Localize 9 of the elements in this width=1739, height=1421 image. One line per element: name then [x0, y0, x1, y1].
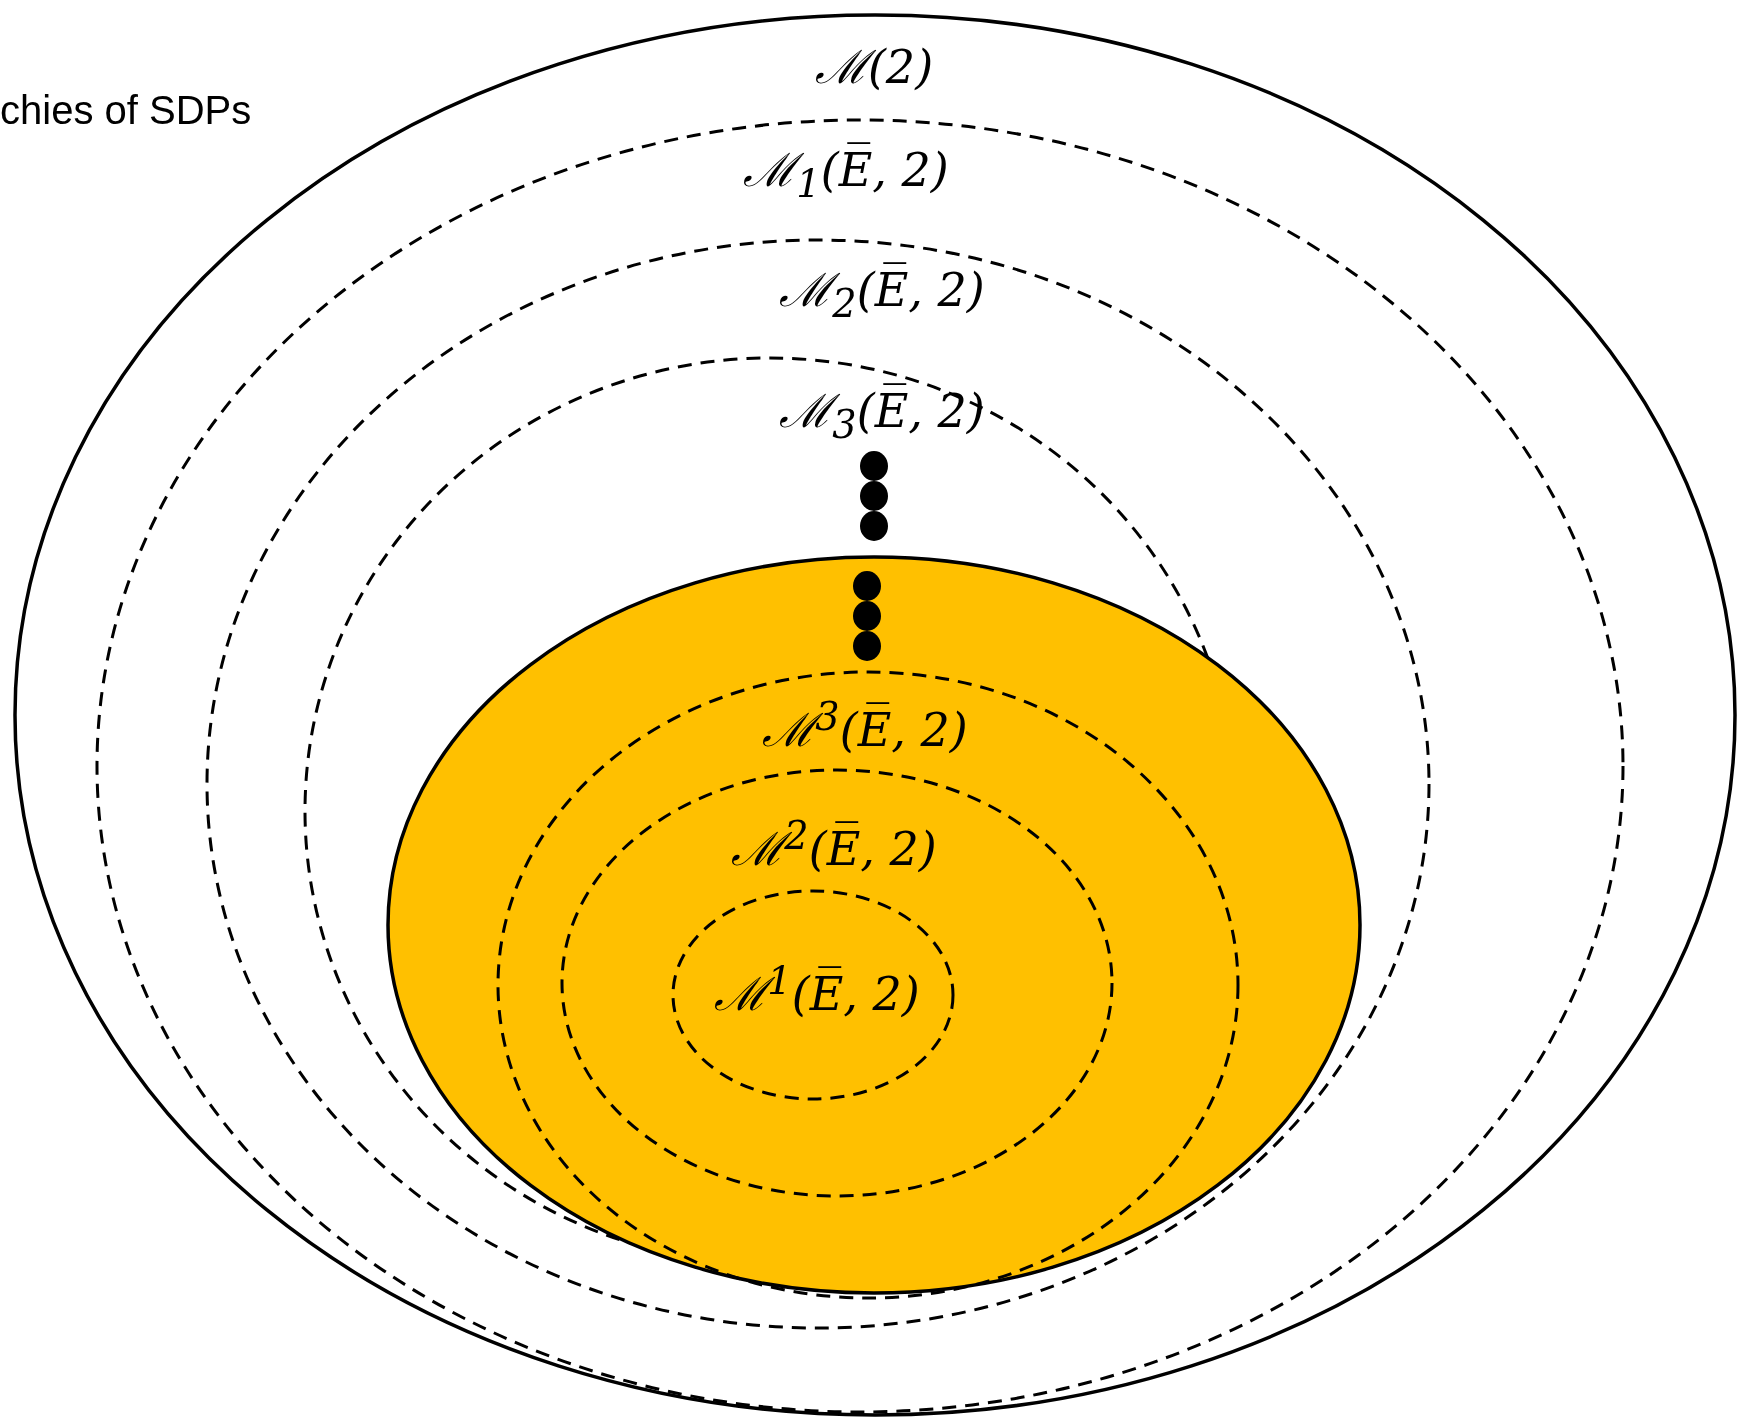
set-label: ℳ(2)	[814, 41, 934, 93]
set-label: ℳ$^{2}$(E̅, 2)	[731, 815, 937, 875]
set-label: ℳ$^{1}$(E̅, 2)	[714, 960, 920, 1020]
set-ellipse	[560, 768, 1114, 1198]
set-ellipse	[496, 670, 1240, 1300]
set-ellipse	[671, 889, 955, 1101]
set-label: ℳ$^{3}$(E̅, 2)	[762, 696, 968, 756]
set-ellipse	[205, 238, 1431, 1330]
cropped-heading: chies of SDPs	[0, 88, 252, 133]
